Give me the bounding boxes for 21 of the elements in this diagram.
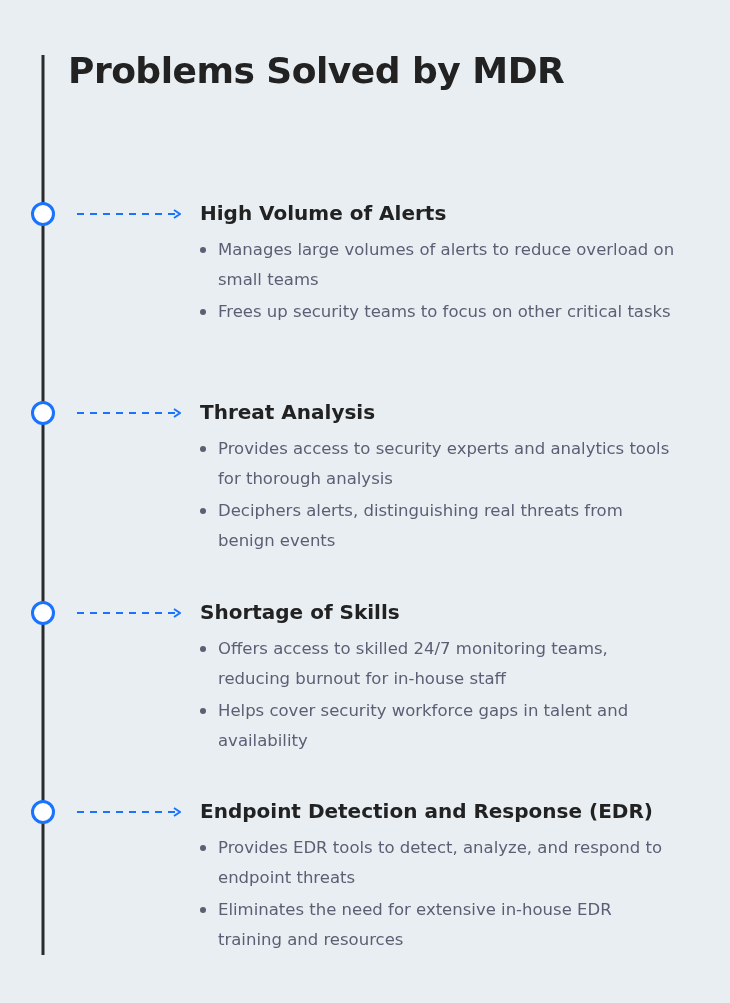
section-heading: Endpoint Detection and Response (EDR) [200, 798, 654, 825]
bullet-text: Provides EDR tools to detect, analyze, and respond to endpoint threats [218, 838, 663, 887]
bullet-text: Helps cover security workforce gaps in talent and availability [218, 701, 629, 750]
bullet-text: Frees up security teams to focus on other critical tasks [218, 302, 671, 321]
dashed-arrow [76, 209, 181, 219]
dashed-arrow [76, 608, 181, 618]
timeline-circle [31, 401, 55, 425]
title: Problems Solved by MDR [68, 50, 565, 91]
section-heading: High Volume of Alerts [200, 200, 448, 227]
bullet-text: Eliminates the need for extensive in-house EDR training and resources [218, 900, 612, 949]
section-heading: Shortage of Skills [200, 599, 401, 626]
bullet-text: Provides access to security experts and analytics tools for thorough analysis [218, 439, 670, 488]
timeline-circle [31, 601, 55, 625]
timeline-circle [31, 202, 55, 226]
section-heading: Threat Analysis [200, 399, 377, 426]
bullet-text: Offers access to skilled 24/7 monitoring teams, reducing burnout for in-house staff [218, 639, 608, 688]
dashed-arrow [76, 807, 181, 817]
timeline-circle [31, 800, 55, 824]
dashed-arrow [76, 408, 181, 418]
bullet-text: Manages large volumes of alerts to reduce overload on small teams [218, 240, 675, 289]
bullet-text: Deciphers alerts, distinguishing real threats from benign events [218, 501, 623, 550]
